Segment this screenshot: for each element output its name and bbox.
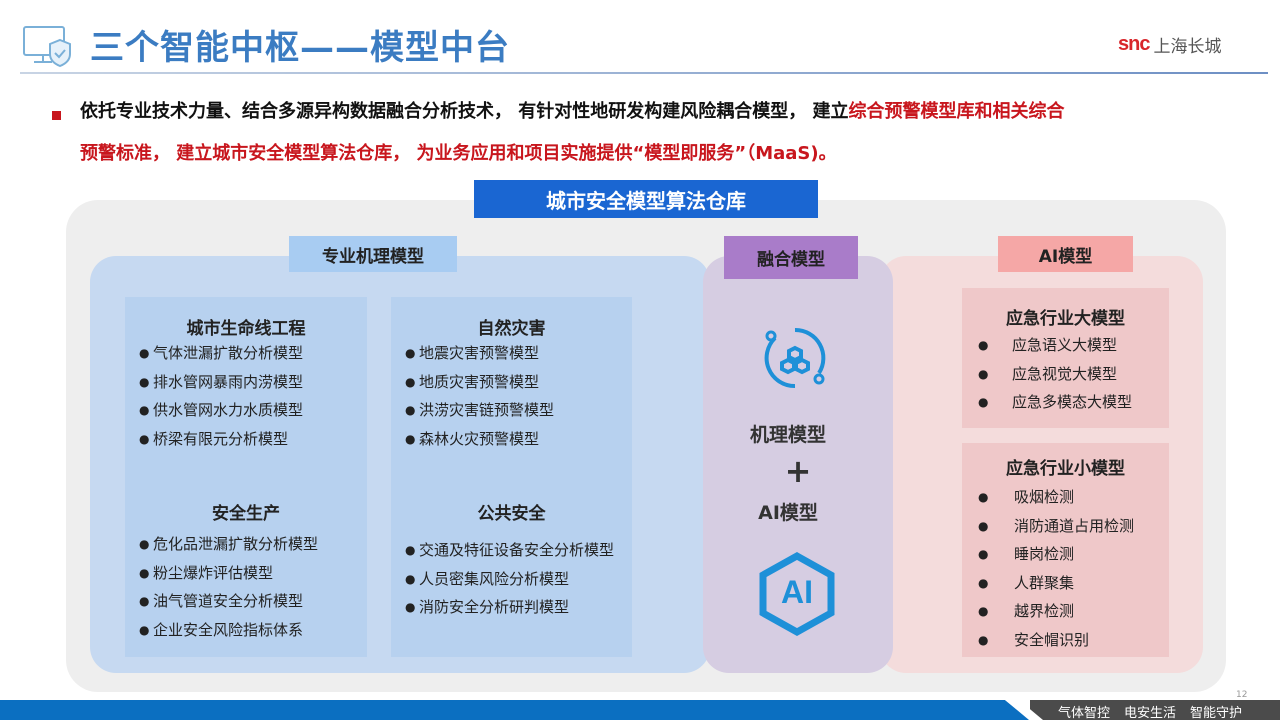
ai-icon-text: AI bbox=[781, 574, 813, 610]
list-item: ●油气管道安全分析模型 bbox=[139, 592, 304, 610]
list-item: ●人群聚集 bbox=[978, 573, 1075, 592]
ai-model-header: AI模型 bbox=[998, 236, 1133, 272]
slogan: 电安生活 bbox=[1124, 706, 1177, 721]
section-title: 应急行业大模型 bbox=[1006, 309, 1125, 329]
section-natural-disaster: 自然灾害 ●地震灾害预警模型 ●地质灾害预警模型 ●洪涝灾害链预警模型 ●森林火… bbox=[391, 314, 632, 449]
footer-bar-gray bbox=[1030, 700, 1280, 720]
list-item: ●排水管网暴雨内涝模型 bbox=[139, 372, 304, 391]
list-item: ●气体泄漏扩散分析模型 bbox=[139, 344, 304, 362]
list-item: ●供水管网水力水质模型 bbox=[139, 401, 304, 419]
page-title: 三个智能中枢——模型中台 bbox=[90, 28, 510, 68]
bullet-square bbox=[52, 111, 61, 120]
header-divider bbox=[20, 72, 1268, 74]
list-item: ●森林火灾预警模型 bbox=[405, 429, 540, 448]
fusion-model-panel bbox=[703, 256, 893, 673]
section-title: 应急行业小模型 bbox=[1006, 459, 1125, 479]
list-item: ●越界检测 bbox=[978, 602, 1075, 620]
list-item: ●地质灾害预警模型 bbox=[405, 372, 540, 391]
section-public-safety: 公共安全 ●交通及特征设备安全分析模型 ●人员密集风险分析模型 ●消防安全分析研… bbox=[391, 499, 632, 617]
slogan: 气体智控 bbox=[1058, 706, 1111, 721]
list-item: ●粉尘爆炸评估模型 bbox=[139, 563, 274, 582]
section-title: 公共安全 bbox=[477, 504, 546, 524]
section-title: 安全生产 bbox=[212, 504, 280, 524]
small-model-box: 应急行业小模型 ●吸烟检测 ●消防通道占用检测 ●睡岗检测 ●人群聚集 ●越界检… bbox=[962, 443, 1169, 657]
footer-bar-blue bbox=[0, 700, 1030, 720]
list-item: ●吸烟检测 bbox=[978, 488, 1075, 506]
list-item: ●应急视觉大模型 bbox=[978, 364, 1118, 383]
intro-line-1: 依托专业技术力量、结合多源异构数据融合分析技术， 有针对性地研发构建风险耦合模型… bbox=[80, 97, 1065, 123]
fusion-model-header: 融合模型 bbox=[724, 236, 858, 279]
title-icon bbox=[22, 24, 74, 68]
page-number: 12 bbox=[1236, 690, 1248, 700]
list-item: ●桥梁有限元分析模型 bbox=[139, 429, 289, 448]
intro-line-2: 预警标准， 建立城市安全模型算法仓库， 为业务应用和项目实施提供“模型即服务”（… bbox=[80, 143, 837, 164]
list-item: ●应急语义大模型 bbox=[978, 336, 1118, 354]
list-item: ●交通及特征设备安全分析模型 bbox=[405, 541, 615, 559]
repository-banner: 城市安全模型算法仓库 bbox=[474, 180, 818, 218]
logo-mark: snc bbox=[1118, 33, 1150, 55]
large-model-box: 应急行业大模型 ●应急语义大模型 ●应急视觉大模型 ●应急多模态大模型 bbox=[962, 288, 1169, 428]
list-item: ●危化品泄漏扩散分析模型 bbox=[139, 535, 319, 553]
section-title: 城市生命线工程 bbox=[186, 319, 306, 339]
footer-slogans: 气体智控 电安生活 智能守护 bbox=[1058, 702, 1242, 721]
fusion-hexagon-icon bbox=[755, 318, 835, 402]
list-item: ●应急多模态大模型 bbox=[978, 393, 1133, 411]
ai-hexagon-icon: AI bbox=[755, 552, 839, 636]
list-item: ●企业安全风险指标体系 bbox=[139, 620, 304, 639]
list-item: ●消防安全分析研判模型 bbox=[405, 598, 570, 616]
intro-text: 依托专业技术力量、结合多源异构数据融合分析技术， 有针对性地研发构建风险耦合模型… bbox=[80, 101, 849, 122]
column-left bbox=[125, 297, 367, 657]
plus-sign: + bbox=[784, 452, 812, 490]
fusion-line-2: AI模型 bbox=[758, 502, 818, 524]
mechanism-model-header: 专业机理模型 bbox=[289, 236, 457, 272]
section-production-safety: 安全生产 ●危化品泄漏扩散分析模型 ●粉尘爆炸评估模型 ●油气管道安全分析模型 … bbox=[125, 499, 367, 640]
list-item: ●睡岗检测 bbox=[978, 545, 1075, 563]
company-logo: snc 上海长城 bbox=[1118, 32, 1221, 57]
intro-highlight: 综合预警模型库和相关综合 bbox=[848, 101, 1065, 122]
list-item: ●洪涝灾害链预警模型 bbox=[405, 401, 555, 419]
fusion-line-1: 机理模型 bbox=[749, 424, 826, 446]
section-title: 自然灾害 bbox=[477, 319, 546, 339]
column-right bbox=[391, 297, 632, 657]
logo-text: 上海长城 bbox=[1153, 37, 1222, 57]
list-item: ●安全帽识别 bbox=[978, 630, 1090, 649]
slogan: 智能守护 bbox=[1190, 706, 1243, 721]
list-item: ●人员密集风险分析模型 bbox=[405, 569, 570, 588]
section-lifeline: 城市生命线工程 ●气体泄漏扩散分析模型 ●排水管网暴雨内涝模型 ●供水管网水力水… bbox=[125, 314, 367, 449]
list-item: ●地震灾害预警模型 bbox=[405, 344, 540, 362]
list-item: ●消防通道占用检测 bbox=[978, 516, 1135, 535]
